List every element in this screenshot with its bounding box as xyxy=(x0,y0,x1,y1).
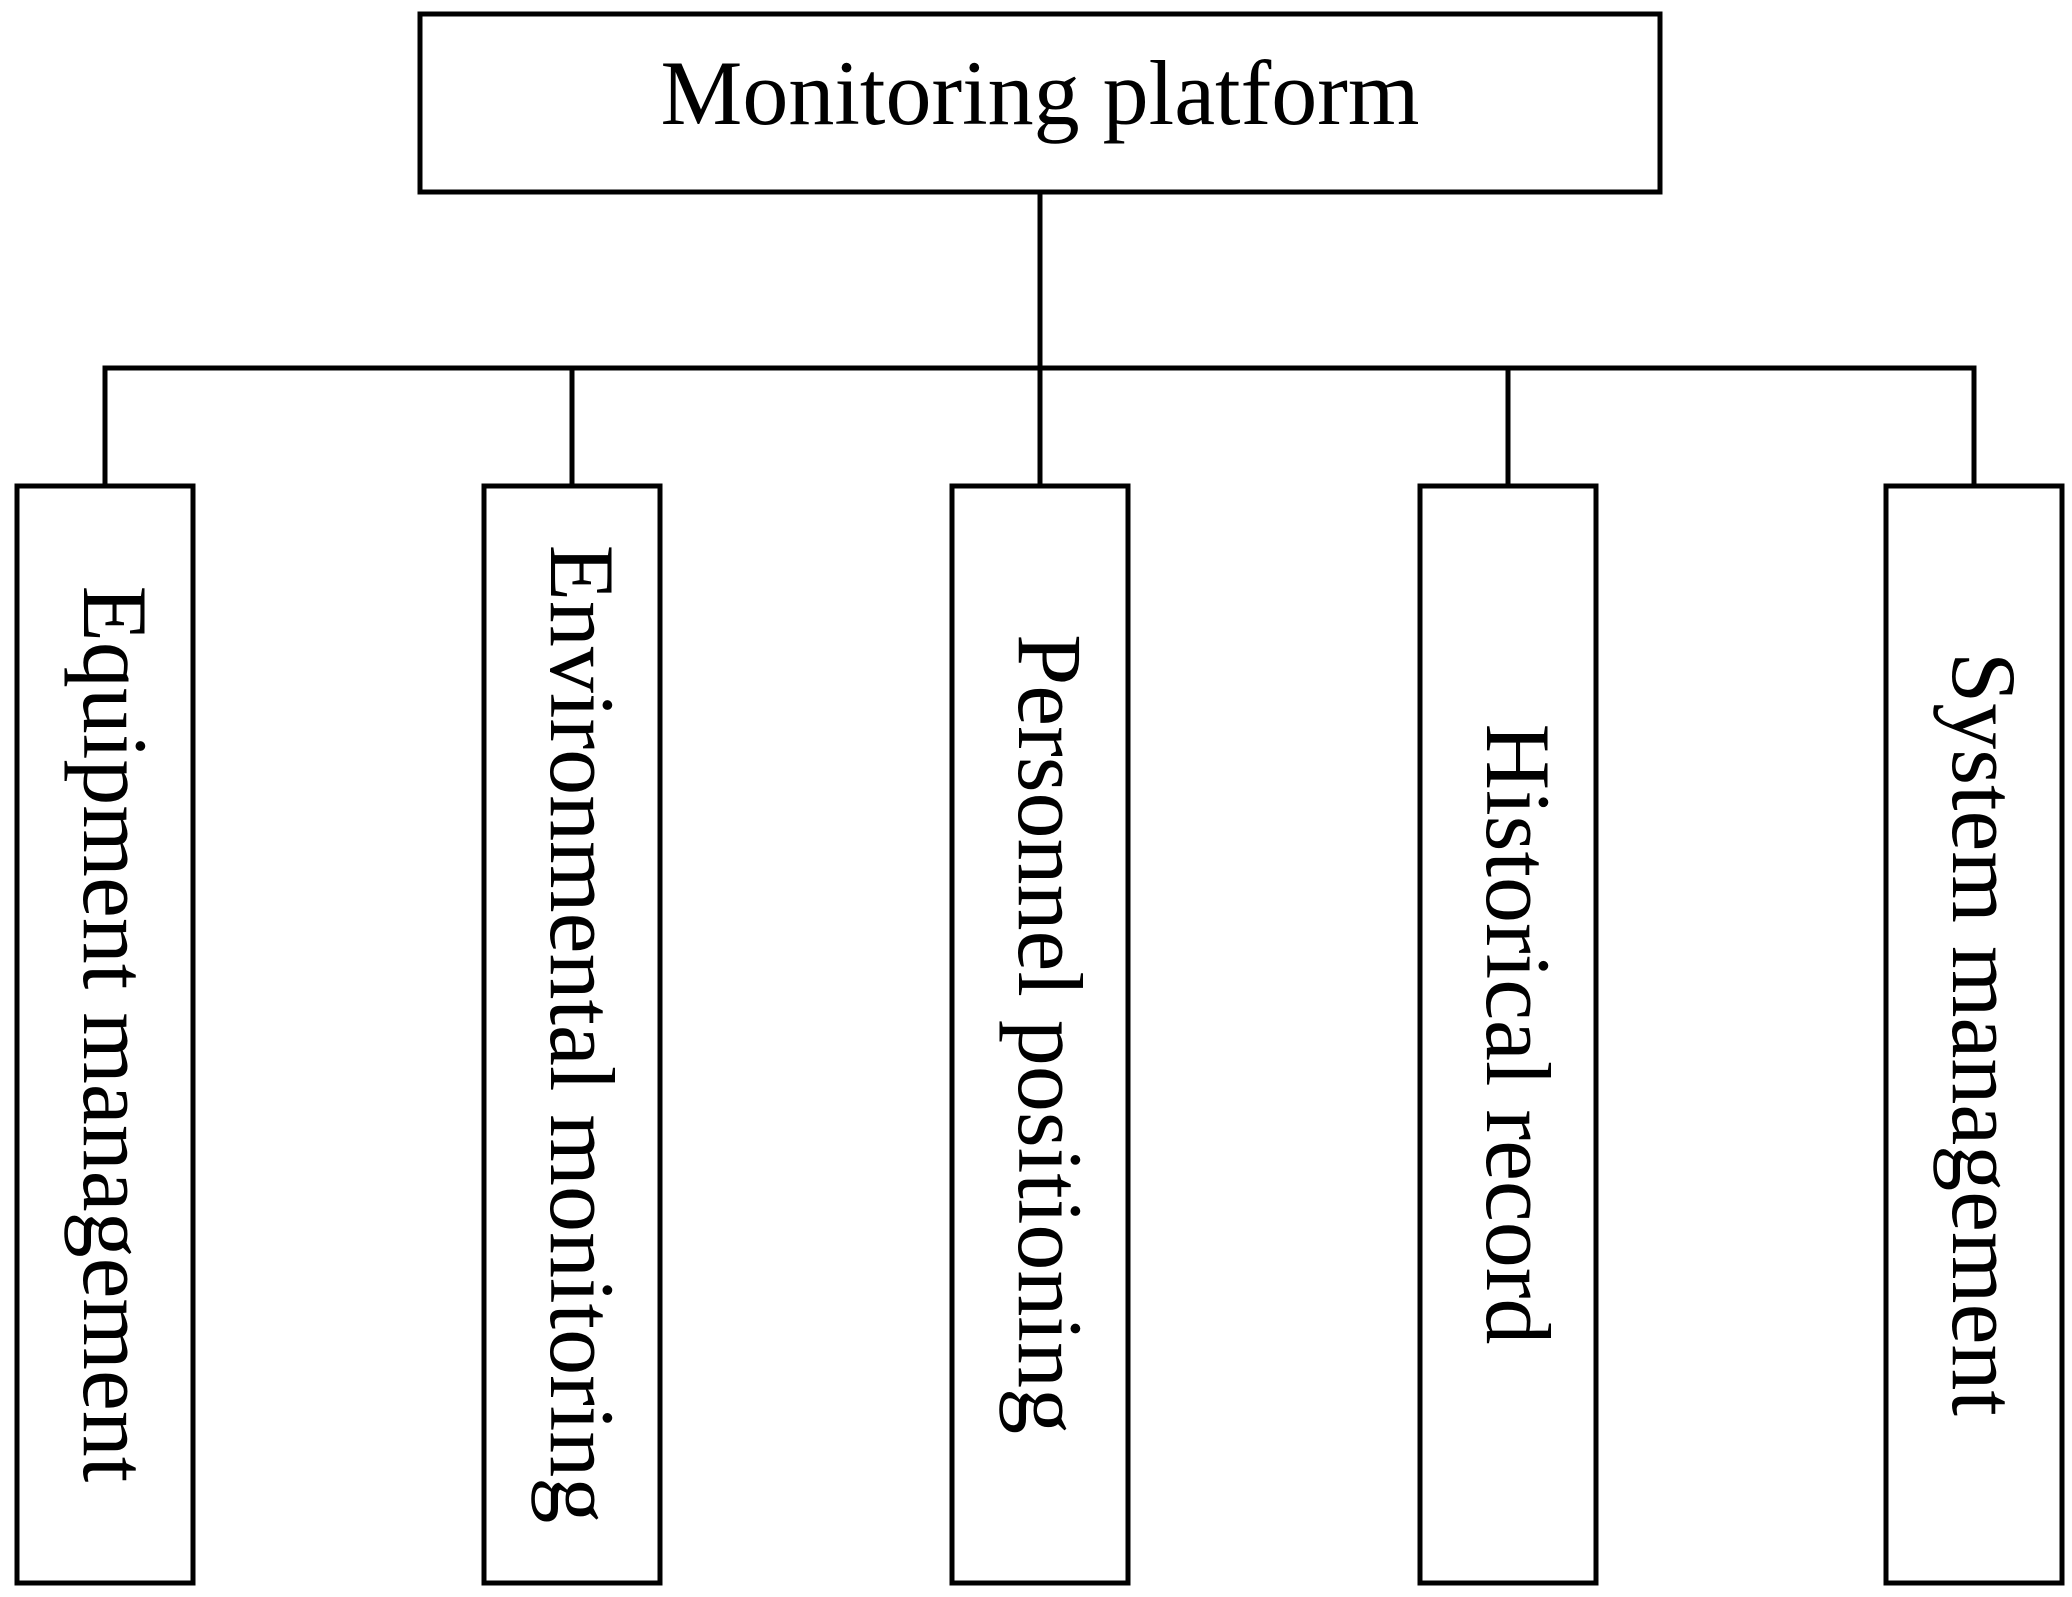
root-node-label: Monitoring platform xyxy=(661,42,1420,144)
child-node-box xyxy=(1883,483,2065,1586)
child-node-box xyxy=(1417,483,1599,1586)
child-node-label: Personnel positioning xyxy=(999,634,1101,1434)
child-node-equipment-management: Equipment management xyxy=(14,483,196,1586)
child-node-box xyxy=(14,483,196,1586)
root-node-box xyxy=(417,11,1663,195)
child-node-personnel-positioning: Personnel positioning xyxy=(949,483,1131,1586)
child-node-system-management: System management xyxy=(1883,483,2065,1586)
child-node-label: System management xyxy=(1933,652,2035,1416)
child-node-label: Historical record xyxy=(1467,724,1569,1345)
child-node-label: Equipment management xyxy=(64,586,166,1483)
child-node-label: Environmental monitoring xyxy=(531,545,633,1524)
connectors xyxy=(102,189,1977,489)
root-node: Monitoring platform xyxy=(417,11,1663,195)
child-node-box xyxy=(949,483,1131,1586)
child-node-historical-record: Historical record xyxy=(1417,483,1599,1586)
child-node-box xyxy=(481,483,663,1586)
child-node-environmental-monitoring: Environmental monitoring xyxy=(481,483,663,1586)
